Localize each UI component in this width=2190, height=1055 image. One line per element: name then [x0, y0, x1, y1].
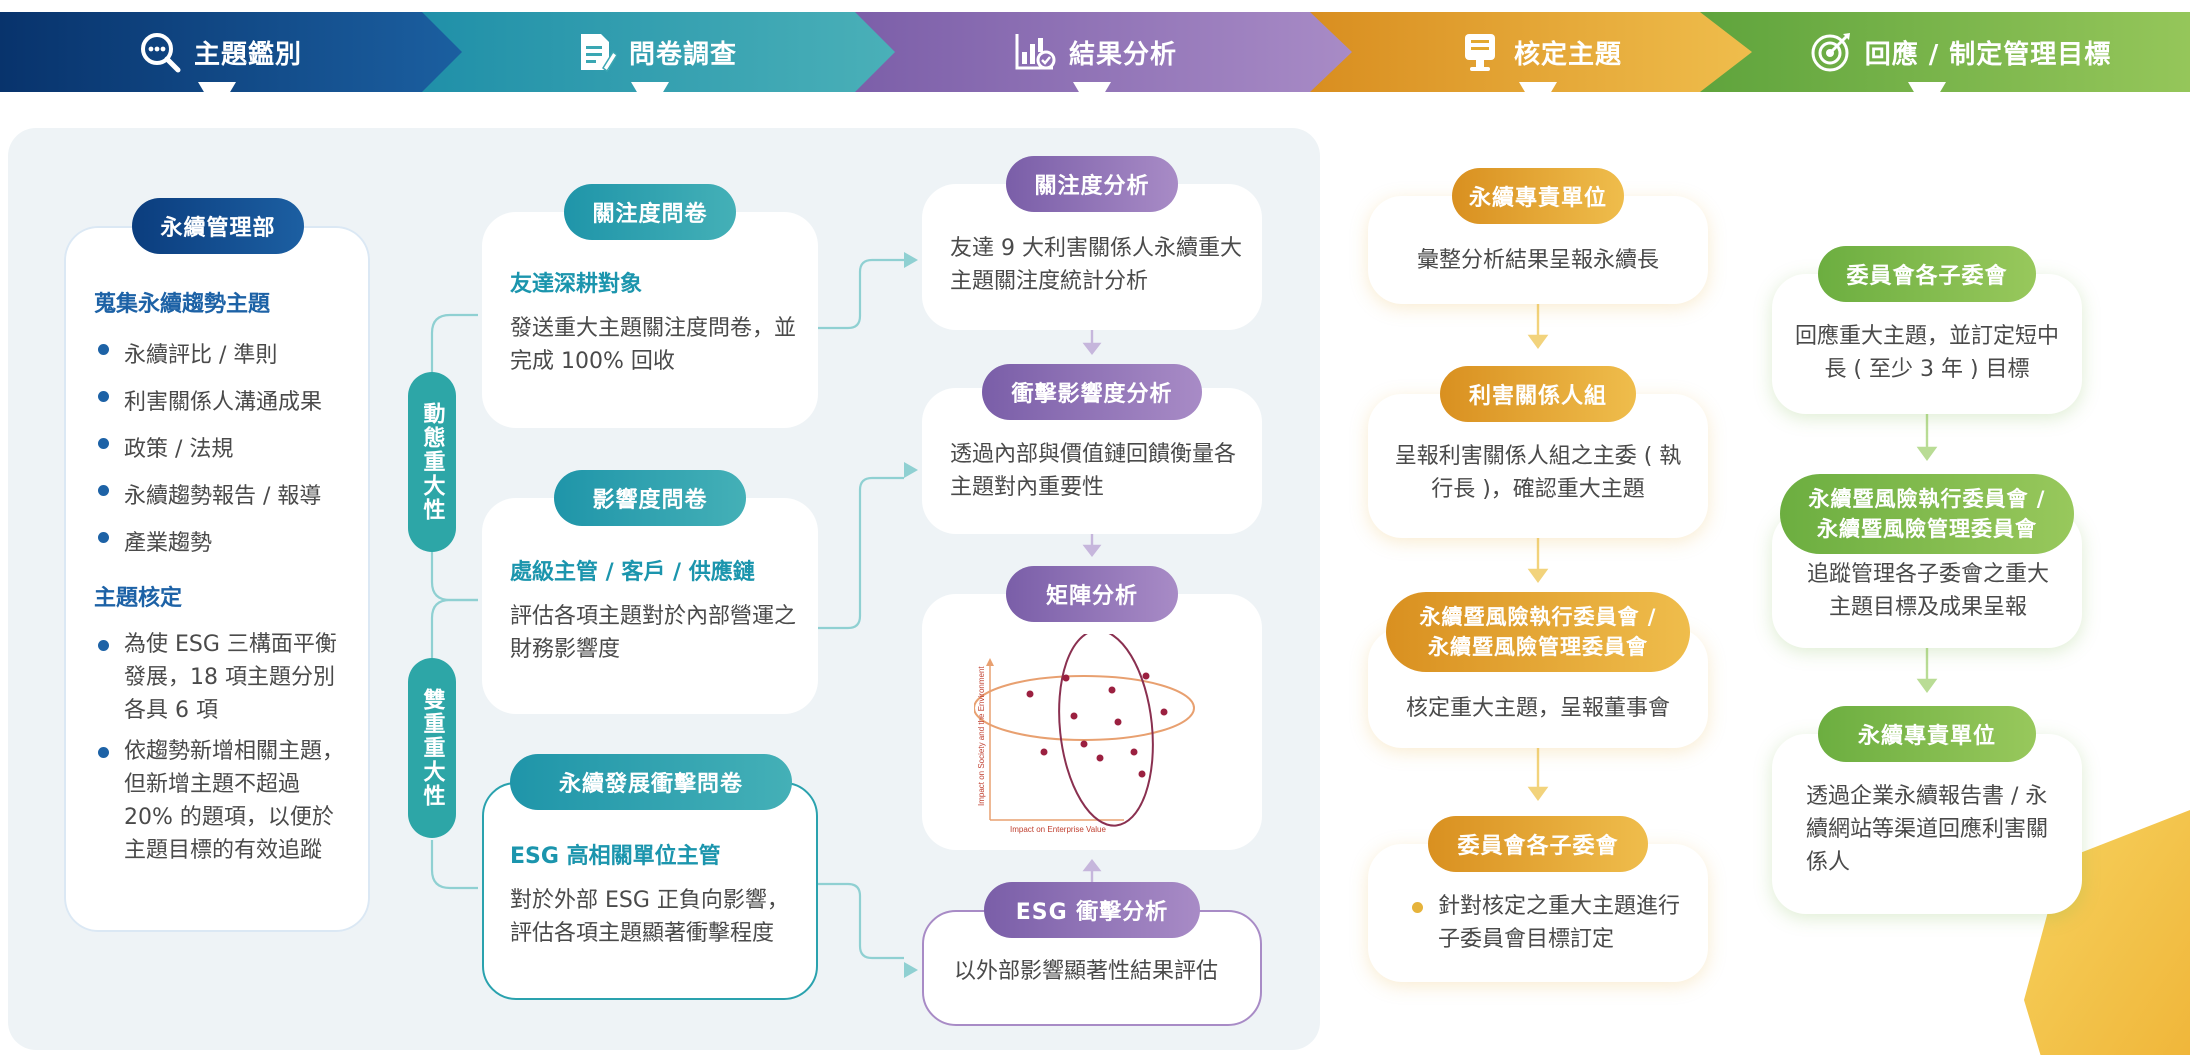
esg-survey-pill: 永續發展衝擊問卷 [510, 754, 792, 810]
approve-pill-3: 永續暨風險執行委員會 / 永續暨風險管理委員會 [1386, 592, 1690, 672]
list-item: 產業趨勢 [96, 520, 356, 567]
stage-analysis: 結果分析 [930, 12, 1260, 92]
approve-pill-3-line1: 永續暨風險執行委員會 / [1419, 605, 1657, 629]
esg-survey-desc: 對於外部 ESG 正負向影響，評估各項主題顯著衝擊程度 [510, 888, 789, 946]
double-materiality-label: 雙重重大性 [408, 658, 456, 838]
stage-segment-5 [1690, 12, 2190, 92]
stage-identify: 主題鑑別 [60, 12, 380, 92]
approve-desc-3: 核定重大主題，呈報董事會 [1405, 696, 1670, 721]
respond-pill-3: 永續專責單位 [1818, 706, 2036, 762]
respond-pill-1: 委員會各子委會 [1818, 246, 2036, 302]
dynamic-materiality-text: 動態重大性 [419, 402, 445, 522]
approve-desc-2: 呈報利害關係人組之主委 ( 執行長 )，確認重大主題 [1394, 444, 1682, 502]
matrix-analysis-card [922, 594, 1262, 850]
respond-pill-2-line2: 永續暨風險管理委員會 [1817, 517, 2037, 541]
stage-bar [0, 12, 2190, 92]
list-item: 為使 ESG 三構面平衡發展，18 項主題分別各具 6 項 [96, 628, 346, 727]
respond-desc-2: 追蹤管理各子委會之重大主題目標及成果呈報 [1806, 562, 2049, 620]
stage-segment-1 [0, 12, 462, 92]
stage-pointer [198, 82, 236, 114]
identify-card [64, 226, 370, 932]
list-item: 政策 / 法規 [96, 426, 356, 473]
respond-card-3 [1772, 734, 2082, 914]
approve-pill-4: 委員會各子委會 [1428, 816, 1648, 872]
attention-survey-desc: 發送重大主題關注度問卷，並完成 100% 回收 [510, 316, 797, 374]
approve-pill-2: 利害關係人組 [1440, 366, 1636, 422]
matrix-analysis-pill: 矩陣分析 [1006, 566, 1178, 622]
stage-respond: 回應 / 制定管理目標 [1760, 12, 2160, 92]
list-item: 依趨勢新增相關主題，但新增主題不超過 20% 的題項，以便於主題目標的有效追蹤 [96, 735, 346, 867]
list-item: 針對核定之重大主題進行子委員會目標訂定 [1410, 890, 1680, 956]
stage-pointer [1073, 82, 1111, 114]
respond-pill-2: 永續暨風險執行委員會 / 永續暨風險管理委員會 [1780, 474, 2074, 554]
identify-approve-list: 為使 ESG 三構面平衡發展，18 項主題分別各具 6 項 依趨勢新增相關主題，… [96, 628, 346, 867]
impact-survey-desc: 評估各項主題對於內部營運之財務影響度 [510, 604, 797, 662]
attention-analysis-pill: 關注度分析 [1006, 156, 1178, 212]
materiality-matrix-figure: Impact on Enterprise Value Impact on Soc… [974, 634, 1195, 834]
respond-desc-3: 透過企業永續報告書 / 永續網站等渠道回應利害關係人 [1806, 784, 2049, 875]
list-item: 利害關係人溝通成果 [96, 379, 356, 426]
stage-pointer [1519, 82, 1557, 114]
respond-desc-1: 回應重大主題，並訂定短中長 ( 至少 3 年 ) 目標 [1794, 324, 2059, 382]
stage-label: 問卷調查 [628, 39, 737, 70]
identify-collect-list: 永續評比 / 準則 利害關係人溝通成果 政策 / 法規 永續趨勢報告 / 報導 … [96, 332, 356, 567]
esg-analysis-desc: 以外部影響顯著性結果評估 [954, 959, 1219, 984]
impact-survey-target: 處級主管 / 客戶 / 供應鏈 [510, 560, 755, 585]
identify-pill: 永續管理部 [132, 198, 304, 254]
stage-pointer [631, 82, 669, 114]
stage-segment-4 [1300, 12, 1752, 92]
identify-heading-approve: 主題核定 [94, 586, 183, 611]
stage-label: 核定主題 [1513, 39, 1622, 70]
approve-pill-1: 永續專責單位 [1452, 168, 1624, 224]
identify-heading-collect: 蒐集永續趨勢主題 [94, 292, 271, 317]
dynamic-materiality-label: 動態重大性 [408, 372, 456, 552]
double-materiality-text: 雙重重大性 [419, 688, 445, 808]
stage-label: 結果分析 [1068, 39, 1177, 70]
stage-label: 回應 / 制定管理目標 [1864, 39, 2112, 70]
impact-survey-pill: 影響度問卷 [554, 470, 746, 526]
matrix-y-axis-label: Impact on Society and the Environment [977, 666, 986, 806]
respond-pill-2-line1: 永續暨風險執行委員會 / [1808, 487, 2046, 511]
matrix-x-axis-label: Impact on Enterprise Value [1010, 825, 1106, 834]
list-item: 永續評比 / 準則 [96, 332, 356, 379]
list-item: 永續趨勢報告 / 報導 [96, 473, 356, 520]
stage-segment-2 [412, 12, 895, 92]
approve-pill-3-line2: 永續暨風險管理委員會 [1428, 635, 1648, 659]
attention-survey-card [482, 212, 818, 428]
esg-analysis-pill: ESG 衝擊分析 [984, 882, 1200, 938]
stage-approve: 核定主題 [1380, 12, 1700, 92]
check-board-icon [1458, 30, 1502, 74]
impact-survey-card [482, 498, 818, 714]
approve-list-4: 針對核定之重大主題進行子委員會目標訂定 [1410, 890, 1680, 956]
attention-survey-target: 友達深耕對象 [510, 272, 643, 297]
approve-desc-1: 彙整分析結果呈報永續長 [1416, 248, 1659, 273]
document-pen-icon [573, 30, 617, 74]
attention-analysis-desc: 友達 9 大利害關係人永續重大主題關注度統計分析 [950, 236, 1242, 294]
stage-segment-3 [845, 12, 1352, 92]
search-chat-icon [138, 30, 182, 74]
stage-pointer [1908, 82, 1946, 114]
esg-survey-target: ESG 高相關單位主管 [510, 844, 721, 869]
stage-label: 主題鑑別 [193, 39, 302, 70]
impact-analysis-desc: 透過內部與價值鏈回饋衡量各主題對內重要性 [950, 442, 1237, 500]
stage-survey: 問卷調查 [490, 12, 820, 92]
chart-check-icon [1013, 30, 1057, 74]
target-icon [1809, 30, 1853, 74]
attention-survey-pill: 關注度問卷 [564, 184, 736, 240]
impact-analysis-pill: 衝擊影響度分析 [982, 364, 1202, 420]
